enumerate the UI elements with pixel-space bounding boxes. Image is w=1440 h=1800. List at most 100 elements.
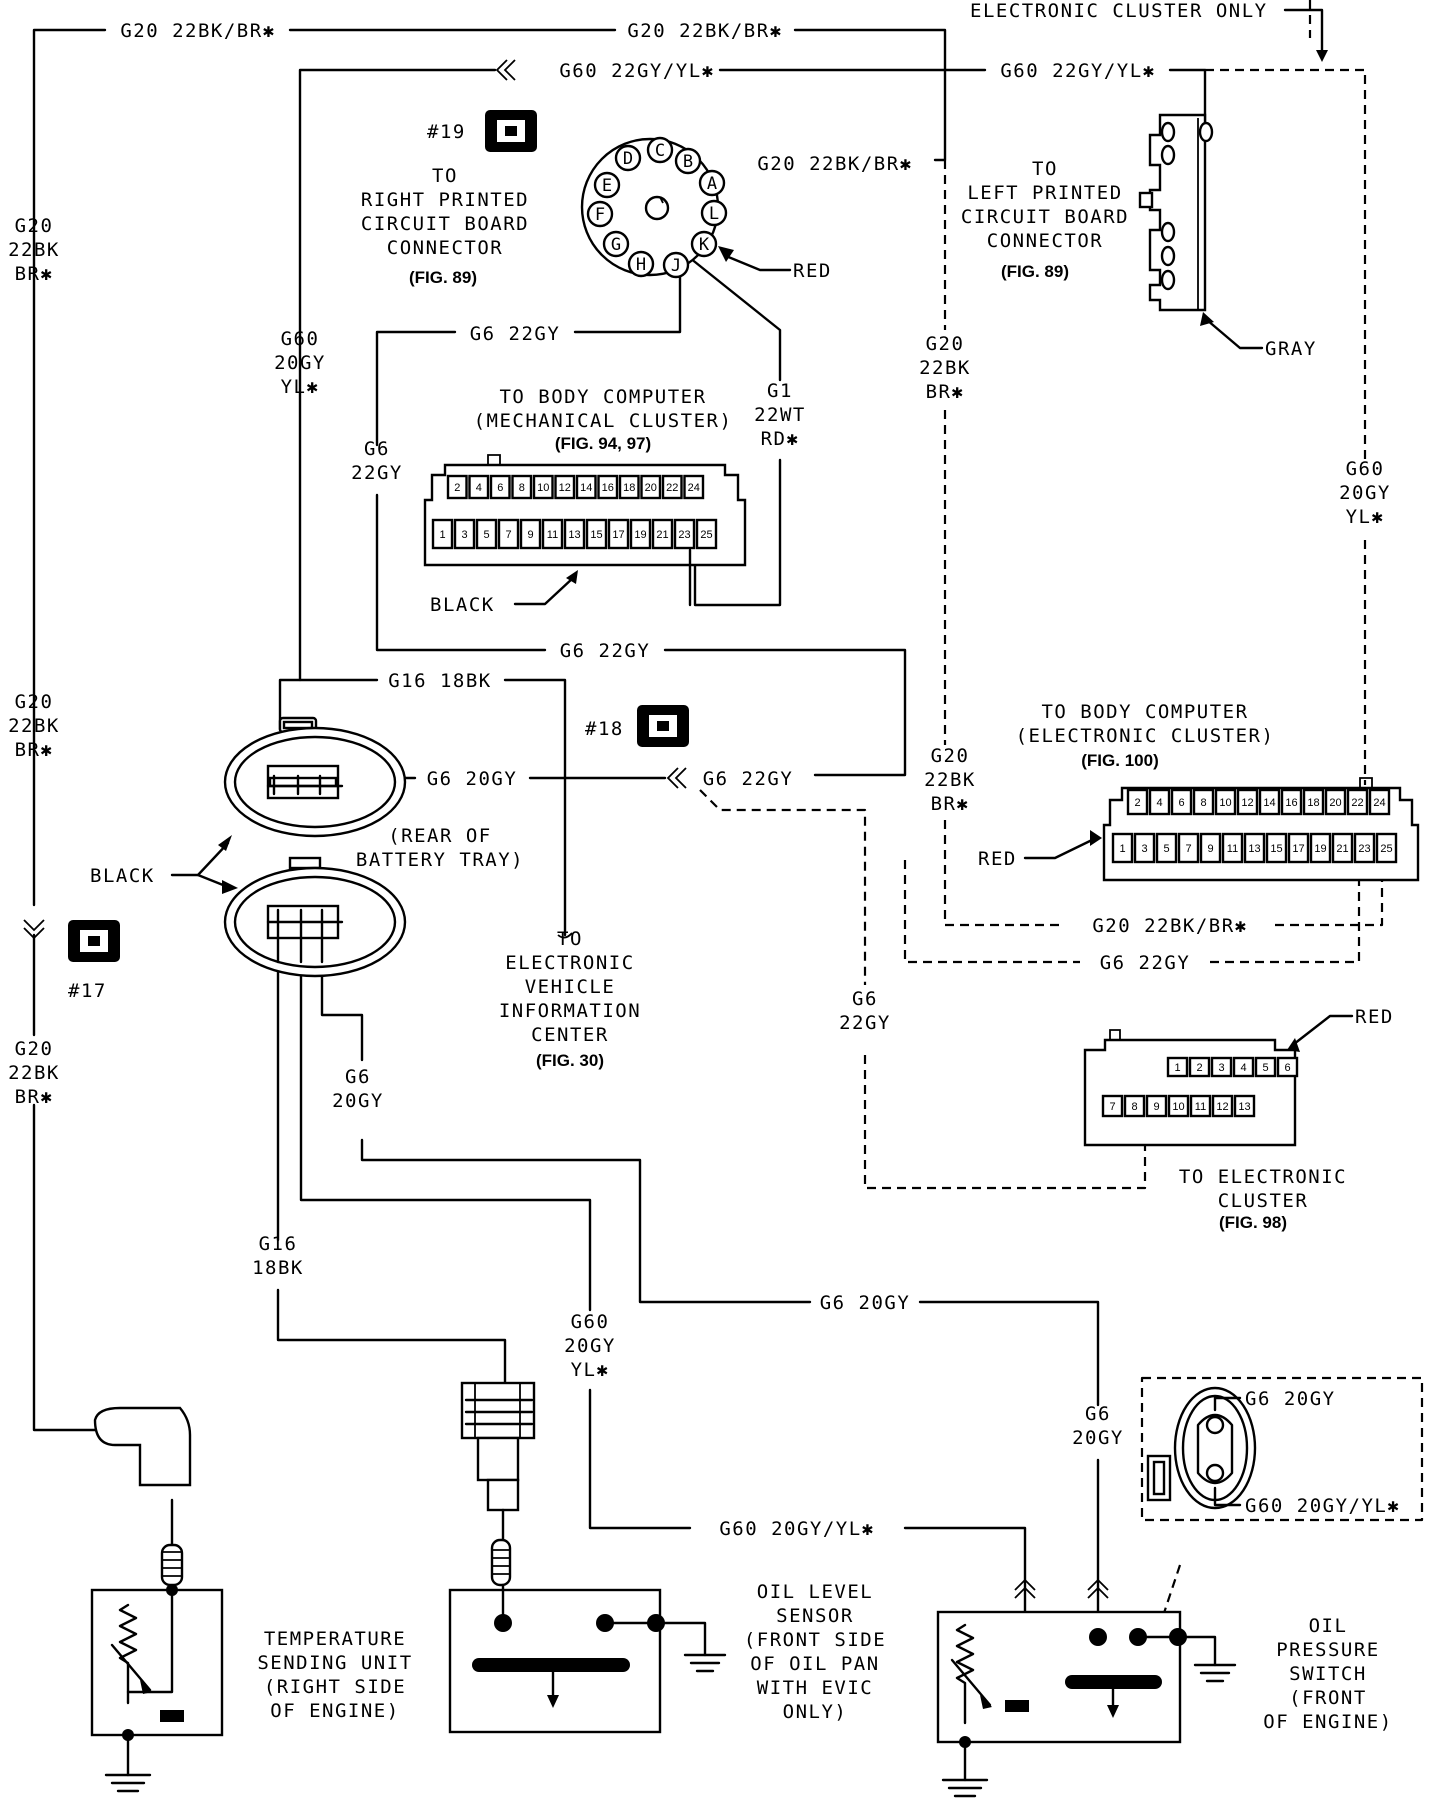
round-pin-label: G	[611, 235, 621, 255]
pin-label: 18	[1307, 797, 1319, 809]
label-conn-18: #18	[585, 718, 624, 740]
pin-cell	[453, 518, 476, 550]
wire-g20-to-temp	[32, 1103, 102, 1432]
label-line: OF OIL PAN	[750, 1653, 879, 1675]
pin-label: 1	[1174, 1062, 1180, 1074]
pin-cell	[475, 518, 498, 550]
pin-cell	[683, 474, 705, 500]
pin-cell	[607, 518, 630, 550]
pin-cell	[618, 474, 640, 500]
pin-label: 23	[678, 529, 690, 541]
label-g16-18bk-upper: G16 18BK	[388, 670, 492, 692]
label-conn-17: #17	[68, 980, 107, 1002]
label-line: TO	[432, 165, 458, 187]
pin-cell	[1167, 1094, 1190, 1118]
label-line: G60	[1346, 458, 1385, 480]
label-line: 22GY	[351, 462, 403, 484]
pin-label: 20	[645, 482, 657, 494]
label-g20-top-left: G20 22BK/BR✱	[120, 20, 275, 42]
pin-cell	[1236, 788, 1259, 816]
pin-label: 15	[1270, 843, 1282, 855]
pin-cell	[1280, 788, 1303, 816]
pin-label: 24	[688, 482, 700, 494]
pin-cell	[1258, 788, 1281, 816]
label-line: ONLY)	[783, 1701, 848, 1723]
round-pin-label: E	[602, 176, 612, 196]
wire-g6-dashed-cluster	[699, 789, 867, 985]
label-line: (MECHANICAL CLUSTER)	[474, 410, 733, 432]
pin-cell	[673, 518, 696, 550]
label-line: TO BODY COMPUTER	[1041, 701, 1248, 723]
pin-cell	[468, 474, 490, 500]
label-line: 22BK	[8, 715, 60, 737]
label-black-mech: BLACK	[430, 594, 495, 616]
pin-cell	[640, 474, 662, 500]
label-line: (RIGHT SIDE	[264, 1676, 406, 1698]
pin-label: 3	[1218, 1062, 1224, 1074]
pin-label: 9	[1207, 843, 1213, 855]
pin-label: 17	[1292, 843, 1304, 855]
label-line: BR✱	[15, 263, 54, 285]
temperature-sending-unit	[90, 1406, 224, 1793]
round-pin-label: J	[671, 256, 681, 276]
pin-label: 4	[1240, 1062, 1246, 1074]
pin-cell	[1265, 832, 1288, 864]
label-line: TO BODY COMPUTER	[499, 386, 706, 408]
round-pin-label: K	[699, 235, 710, 255]
label-line: 22GY	[839, 1012, 891, 1034]
label-line: 20GY	[332, 1090, 384, 1112]
pin-cell	[1177, 832, 1200, 864]
label-line: G20	[931, 745, 970, 767]
label-g6-22gy-upper: G6 22GY	[470, 323, 561, 345]
pin-label: 24	[1373, 797, 1385, 809]
label-g60-top-left: G60 22GY/YL✱	[559, 60, 714, 82]
label-g6-22gy-bottom-dashed: G6 22GY	[1100, 952, 1191, 974]
pin-cell	[1126, 788, 1149, 816]
pin-label: 12	[559, 482, 571, 494]
pin-label: 6	[497, 482, 503, 494]
pin-label: 7	[1185, 843, 1191, 855]
fig-reference: (FIG. 94, 97)	[555, 434, 651, 453]
label-line: LEFT PRINTED	[967, 182, 1122, 204]
label-oil-sw-g60: G60 20GY/YL✱	[1245, 1495, 1400, 1517]
round-pin	[602, 230, 630, 258]
wire-g6-20gy-lower	[320, 958, 364, 1062]
label-line: OF ENGINE)	[270, 1700, 399, 1722]
label-line: TO ELECTRONIC	[1179, 1166, 1347, 1188]
label-line: TO	[1032, 158, 1058, 180]
label-g60-20gy-lower: G60 20GY/YL✱	[719, 1518, 874, 1540]
label-line: CONNECTOR	[387, 237, 503, 259]
label-line: BATTERY TRAY)	[356, 849, 524, 871]
label-red-round: RED	[793, 260, 832, 282]
label-line: SENSOR	[776, 1605, 854, 1627]
label-line: 22WT	[754, 404, 806, 426]
label-line: CONNECTOR	[987, 230, 1103, 252]
label-line: 18BK	[252, 1257, 304, 1279]
pin-label: 10	[1172, 1101, 1184, 1113]
pin-cell	[1210, 1056, 1233, 1078]
label-line: SWITCH	[1289, 1663, 1367, 1685]
pin-label: 25	[1380, 843, 1392, 855]
dashed-wires	[699, 0, 1384, 1626]
wire-g6-from-pin-j	[573, 253, 682, 334]
pin-label: 20	[1329, 797, 1341, 809]
pin-cell	[575, 474, 597, 500]
pin-label: 8	[1131, 1101, 1137, 1113]
wire-g20-top-right	[793, 28, 947, 162]
fig-reference: (FIG. 89)	[409, 268, 477, 287]
pin-label: 13	[1248, 843, 1260, 855]
pin-label: 5	[1163, 843, 1169, 855]
pin-label: 4	[1156, 797, 1162, 809]
pin-cell	[651, 518, 674, 550]
fig-reference: (FIG. 100)	[1081, 751, 1158, 770]
pin-cell	[1189, 1094, 1212, 1118]
pin-cell	[1133, 832, 1156, 864]
pin-cell	[1346, 788, 1369, 816]
round-pin-label: F	[595, 205, 605, 225]
pin-cell	[489, 474, 511, 500]
lower-oval-connector	[223, 856, 407, 978]
round-pin-label: D	[623, 149, 633, 169]
pin-label: 9	[1153, 1101, 1159, 1113]
